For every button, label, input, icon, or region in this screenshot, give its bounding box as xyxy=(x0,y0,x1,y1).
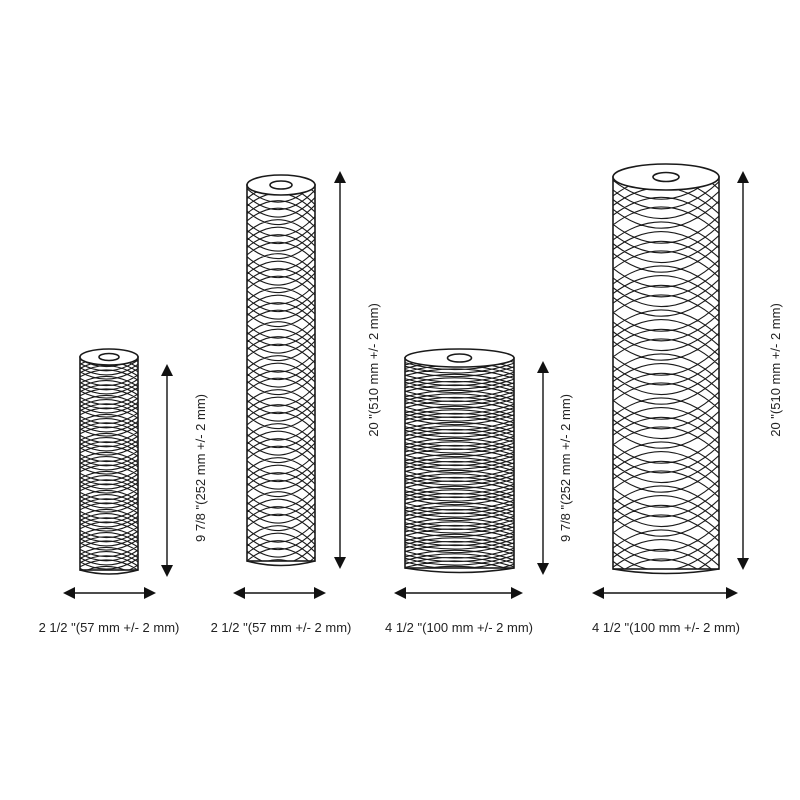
filter-cartridge-2: 20 "(510 mm +/- 2 mm) 2 1/2 "(57 mm +/- … xyxy=(211,171,381,635)
filter-body-1 xyxy=(79,348,139,575)
filter-cartridge-4: 20 "(510 mm +/- 2 mm) 4 1/2 "(100 mm +/-… xyxy=(592,163,783,635)
width-label-2: 2 1/2 "(57 mm +/- 2 mm) xyxy=(211,620,352,635)
filter-body-4 xyxy=(612,163,720,575)
filter-cartridge-1: 9 7/8 "(252 mm +/- 2 mm) 2 1/2 "(57 mm +… xyxy=(39,348,208,635)
width-arrow-3 xyxy=(394,587,523,599)
width-arrow-1 xyxy=(63,587,156,599)
filter-body-3 xyxy=(404,348,515,574)
width-arrow-4 xyxy=(592,587,738,599)
height-label-2: 20 "(510 mm +/- 2 mm) xyxy=(366,303,381,437)
filter-cartridge-3: 9 7/8 "(252 mm +/- 2 mm) 4 1/2 "(100 mm … xyxy=(385,348,573,635)
filter-body-2 xyxy=(246,174,316,567)
height-label-3: 9 7/8 "(252 mm +/- 2 mm) xyxy=(558,394,573,542)
height-arrow-4 xyxy=(737,171,749,570)
height-arrow-2 xyxy=(334,171,346,569)
height-label-4: 20 "(510 mm +/- 2 mm) xyxy=(768,303,783,437)
width-label-3: 4 1/2 "(100 mm +/- 2 mm) xyxy=(385,620,533,635)
height-arrow-1 xyxy=(161,364,173,577)
width-label-1: 2 1/2 "(57 mm +/- 2 mm) xyxy=(39,620,180,635)
string-wound-texture-3 xyxy=(405,358,514,568)
width-label-4: 4 1/2 "(100 mm +/- 2 mm) xyxy=(592,620,740,635)
string-wound-texture-1 xyxy=(80,357,138,570)
string-wound-texture-2 xyxy=(247,185,315,561)
width-arrow-2 xyxy=(233,587,326,599)
height-arrow-3 xyxy=(537,361,549,575)
height-label-1: 9 7/8 "(252 mm +/- 2 mm) xyxy=(193,394,208,542)
